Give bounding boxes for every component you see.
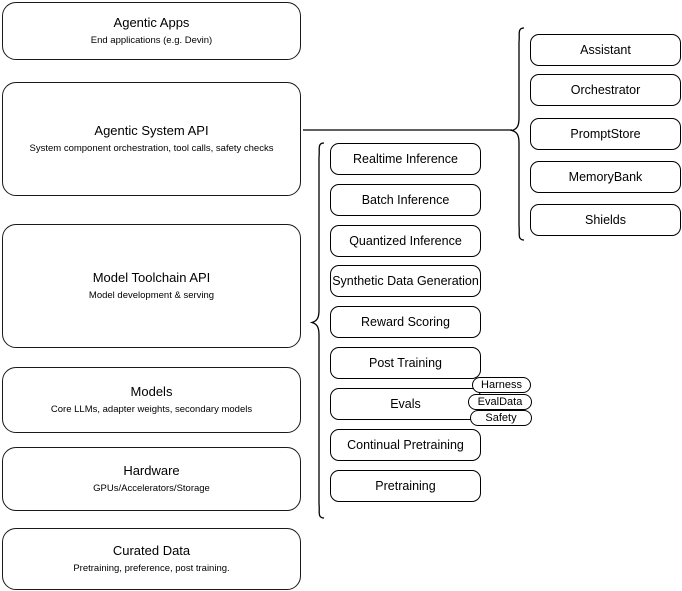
layer-box-curated-data[interactable]: Curated Data Pretraining, preference, po… [2,528,301,590]
capability-box-synthetic-data-generation[interactable]: Synthetic Data Generation [330,265,481,297]
layer-title: Model Toolchain API [92,270,211,285]
capability-box-post-training[interactable]: Post Training [330,347,481,379]
capability-label: Continual Pretraining [347,437,464,452]
layer-box-hardware[interactable]: Hardware GPUs/Accelerators/Storage [2,447,301,511]
capability-label: Realtime Inference [353,151,458,166]
component-label: Orchestrator [570,82,641,97]
component-box-assistant[interactable]: Assistant [530,34,681,66]
layer-subtitle: Core LLMs, adapter weights, secondary mo… [50,404,253,415]
eval-badge-safety[interactable]: Safety [470,410,532,426]
capability-label: Synthetic Data Generation [332,273,479,288]
capability-box-batch-inference[interactable]: Batch Inference [330,184,481,216]
capability-label: Quantized Inference [349,233,462,248]
eval-badge-harness[interactable]: Harness [472,377,531,393]
layer-subtitle: GPUs/Accelerators/Storage [93,483,210,494]
capability-label: Evals [390,396,421,411]
component-label: Assistant [580,42,631,57]
component-label: PromptStore [570,126,641,141]
component-label: Shields [585,212,626,227]
layer-subtitle: Pretraining, preference, post training. [73,563,230,574]
component-box-promptstore[interactable]: PromptStore [530,118,681,150]
capability-label: Reward Scoring [361,314,450,329]
capability-label: Batch Inference [361,192,450,207]
capability-box-reward-scoring[interactable]: Reward Scoring [330,306,481,338]
brace-system-components [509,27,525,241]
layer-title: Hardware [123,463,180,478]
layer-title: Curated Data [112,543,191,558]
capability-label: Pretraining [375,478,436,493]
layer-title: Agentic System API [94,123,209,138]
capability-box-pretraining[interactable]: Pretraining [330,470,481,502]
component-box-shields[interactable]: Shields [530,204,681,236]
capability-box-evals[interactable]: Evals [330,388,481,420]
layer-title: Models [130,384,173,399]
capability-box-quantized-inference[interactable]: Quantized Inference [330,225,481,257]
layer-box-model-toolchain-api[interactable]: Model Toolchain API Model development & … [2,224,301,348]
layer-title: Agentic Apps [113,15,190,30]
layer-box-agentic-system-api[interactable]: Agentic System API System component orch… [2,82,301,196]
capability-box-continual-pretraining[interactable]: Continual Pretraining [330,429,481,461]
component-box-memorybank[interactable]: MemoryBank [530,161,681,193]
capability-box-realtime-inference[interactable]: Realtime Inference [330,143,481,175]
layer-subtitle: End applications (e.g. Devin) [90,35,213,46]
eval-badge-evaldata[interactable]: EvalData [468,394,532,410]
capability-label: Post Training [369,355,442,370]
layer-subtitle: System component orchestration, tool cal… [29,143,274,154]
layer-subtitle: Model development & serving [88,290,215,301]
brace-toolchain-capabilities [309,142,325,519]
layer-box-agentic-apps[interactable]: Agentic Apps End applications (e.g. Devi… [2,2,301,60]
layer-box-models[interactable]: Models Core LLMs, adapter weights, secon… [2,367,301,433]
component-box-orchestrator[interactable]: Orchestrator [530,74,681,106]
component-label: MemoryBank [568,169,643,184]
